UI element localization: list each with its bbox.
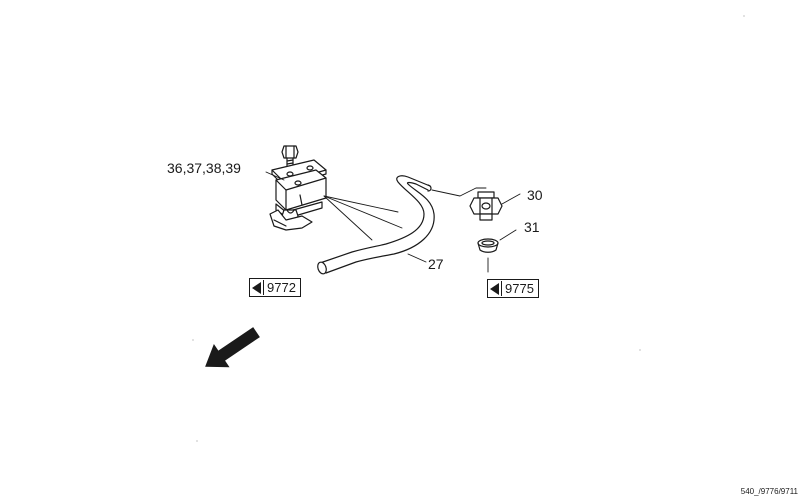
reference-number: 9772 xyxy=(267,280,296,295)
callout-pipe: 27 xyxy=(428,256,444,272)
reference-divider xyxy=(263,280,264,295)
direction-arrow-icon xyxy=(205,327,260,368)
seal-31 xyxy=(477,229,517,253)
union-30 xyxy=(469,191,521,221)
callout-seal: 31 xyxy=(524,219,540,235)
leader-callout-36 xyxy=(265,171,285,181)
bracket-leader-lines xyxy=(323,195,403,241)
pipe-27 xyxy=(317,175,487,275)
reference-box-left[interactable]: 9772 xyxy=(249,278,301,297)
bracket-assembly xyxy=(269,145,327,231)
reference-arrow-icon xyxy=(490,282,499,295)
reference-arrow-icon xyxy=(252,281,261,294)
reference-number: 9775 xyxy=(505,281,534,296)
callout-bracket-parts: 36,37,38,39 xyxy=(167,160,241,176)
drawing-number: 540_/9776/9711 xyxy=(740,487,798,496)
reference-divider xyxy=(501,281,502,296)
reference-box-right[interactable]: 9775 xyxy=(487,279,539,298)
callout-union: 30 xyxy=(527,187,543,203)
